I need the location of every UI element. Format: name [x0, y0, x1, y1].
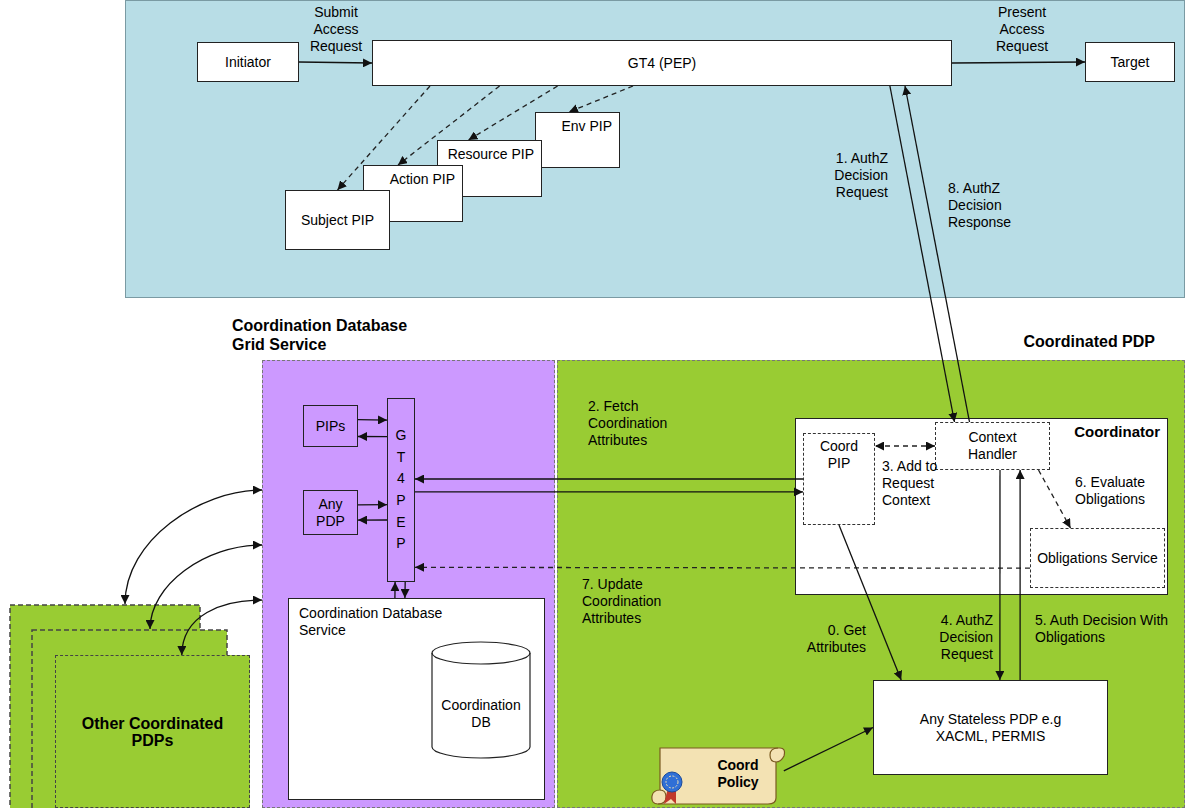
pdp-stack-box: Other Coordinated PDPs: [55, 655, 250, 808]
connector-arrow: [358, 504, 387, 505]
edge-label: 1. AuthZ Decision Request: [800, 150, 888, 201]
text-wrap: PIPs: [316, 418, 346, 435]
edge-label: 8. AuthZ Decision Response: [948, 180, 1048, 231]
edge-label: 0. Get Attributes: [776, 622, 866, 656]
edge-label: 5. Auth Decision With Obligations: [1035, 612, 1175, 646]
text-wrap: GT4 PEP: [394, 425, 408, 555]
node-label: GT4 PEP: [394, 425, 408, 555]
connector-arrow: [839, 525, 901, 680]
pip-box: PIPs: [303, 405, 358, 447]
connector-arrow: [299, 62, 372, 63]
dashed-connector: [875, 445, 935, 446]
text-wrap: Other Coordinated PDPs: [78, 715, 228, 749]
target-box: Target: [1085, 42, 1175, 82]
node-label: Coordination Database Service: [299, 605, 464, 639]
dashed-connector: [1039, 470, 1071, 528]
text-wrap: Coord PIP: [807, 438, 871, 472]
text-wrap: Env PIP: [561, 118, 612, 135]
text-wrap: Any PDP: [307, 496, 354, 530]
node-label: Action PIP: [390, 171, 455, 188]
connector-arrow: [394, 582, 396, 598]
connector-arrow: [358, 419, 387, 421]
coordinator-box: CoordinatorCoord PIP Context HandlerOblig…: [795, 418, 1168, 595]
sync-curve: [150, 545, 262, 629]
node-label: Env PIP: [561, 118, 612, 135]
text-wrap: Context Handler: [942, 429, 1043, 463]
handler-box: Context Handler: [935, 422, 1050, 470]
node-label: Target: [1111, 54, 1150, 71]
node-label: GT4 (PEP): [628, 55, 696, 72]
connector-arrow: [890, 86, 955, 422]
connector-arrow: [182, 600, 262, 655]
node-label: Coord PIP: [807, 438, 871, 472]
connector-arrow: [404, 582, 406, 598]
text-wrap: Coordination Database Service: [299, 605, 464, 639]
text-wrap: GT4 (PEP): [628, 55, 696, 72]
connector-arrow: [1019, 470, 1020, 680]
pip-box: Subject PIP: [285, 190, 390, 250]
edge-label: 7. Update Coordination Attributes: [582, 576, 702, 627]
pep-box: GT4 PEP: [387, 398, 415, 582]
pip-box: Env PIP: [535, 112, 620, 168]
grid-service-panel: Coordination Database Grid ServicePIPsGT…: [262, 360, 555, 808]
text-wrap: Initiator: [225, 54, 271, 71]
database-cylinder: Coordination DB: [431, 641, 531, 759]
node-label: Resource PIP: [448, 146, 534, 163]
node-label: Any PDP: [307, 496, 354, 530]
text-wrap: Obligations Service: [1037, 550, 1158, 567]
text-wrap: Action PIP: [390, 171, 455, 188]
connector-arrow: [358, 436, 387, 437]
connector-arrow: [358, 519, 387, 520]
connector-arrow: [415, 478, 803, 479]
node-label: PIPs: [316, 418, 346, 435]
dashed-connector: [569, 86, 633, 112]
database-service-box: Coordination Database ServiceCoordinatio…: [288, 598, 545, 800]
edge-label: Present Access Request: [982, 4, 1062, 55]
edge-label: Submit Access Request: [300, 4, 372, 55]
service-box: Obligations Service: [1030, 528, 1165, 588]
node-label: Context Handler: [942, 429, 1043, 463]
edge-label: 4. AuthZ Decision Request: [905, 612, 993, 663]
edge-label: 2. Fetch Coordination Attributes: [588, 398, 708, 449]
pdp-box: Any Stateless PDP e.g XACML, PERMIS: [873, 680, 1108, 775]
coordinated-pdp-panel: Coordinated PDPCoordinatorCoord PIPConte…: [557, 360, 1185, 808]
connector-arrow: [784, 728, 873, 771]
edge-label: 6. Evaluate Obligations: [1075, 474, 1170, 508]
text-wrap: Coordination DB: [435, 697, 527, 731]
connector-arrow: [905, 86, 970, 422]
dashed-connector: [415, 567, 1030, 569]
panel-heading: Coordination Database Grid Service: [232, 316, 442, 354]
text-wrap: Coord Policy: [710, 757, 766, 791]
connector-arrow: [952, 62, 1085, 63]
pdp-box: Any PDP: [303, 490, 358, 535]
node-label: Coord Policy: [710, 757, 766, 791]
node-label: Obligations Service: [1037, 550, 1158, 567]
node-label: Initiator: [225, 54, 271, 71]
panel-heading: Coordinator: [1074, 422, 1160, 441]
pep-box: GT4 (PEP): [372, 40, 952, 86]
node-label: Subject PIP: [301, 212, 374, 229]
actor-box: Initiator: [197, 42, 299, 82]
pip-box: Coord PIP: [803, 433, 875, 525]
text-wrap: Any Stateless PDP e.g XACML, PERMIS: [916, 711, 1066, 745]
connector-arrow: [415, 491, 803, 492]
node-label: Coordination DB: [435, 697, 527, 731]
text-wrap: Resource PIP: [448, 146, 534, 163]
policy-scroll: Coord Policy: [648, 742, 788, 806]
text-wrap: Subject PIP: [301, 212, 374, 229]
text-wrap: Target: [1111, 54, 1150, 71]
panel-heading: Coordinated PDP: [1023, 332, 1155, 351]
connector-arrow: [999, 470, 1000, 680]
node-label: Any Stateless PDP e.g XACML, PERMIS: [916, 711, 1066, 745]
node-label: Other Coordinated PDPs: [78, 715, 228, 749]
